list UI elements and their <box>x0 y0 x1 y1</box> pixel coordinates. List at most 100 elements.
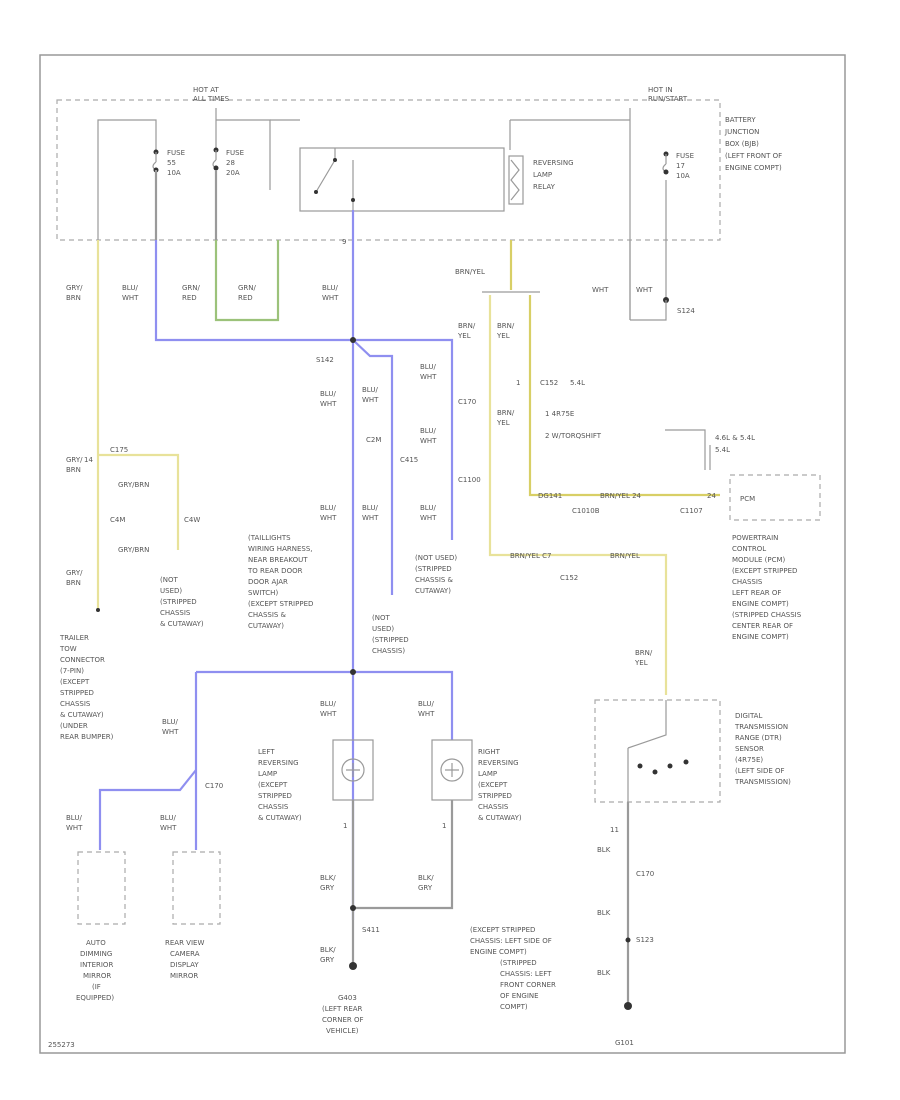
svg-text:BLK: BLK <box>597 909 611 917</box>
svg-text:CHASSIS &: CHASSIS & <box>415 576 454 584</box>
svg-text:BRN: BRN <box>66 294 81 302</box>
svg-text:BLU/: BLU/ <box>66 814 82 822</box>
svg-text:BLK/: BLK/ <box>320 946 336 954</box>
svg-text:CORNER OF: CORNER OF <box>322 1016 364 1024</box>
svg-text:SWITCH): SWITCH) <box>248 589 278 597</box>
svg-text:WHT: WHT <box>320 710 337 718</box>
wire-brn-yel-left <box>488 295 668 695</box>
left-reversing-lamp <box>332 739 374 801</box>
fuse-55: FUSE 55 10A <box>152 149 185 177</box>
svg-text:FUSE: FUSE <box>676 152 694 160</box>
svg-text:BLK/: BLK/ <box>320 874 336 882</box>
svg-text:(7-PIN): (7-PIN) <box>60 667 84 675</box>
svg-text:9: 9 <box>342 238 346 246</box>
relay-label: REVERSING <box>533 159 574 167</box>
footer-code: 255273 <box>48 1041 75 1049</box>
svg-text:(IF: (IF <box>92 983 101 991</box>
svg-text:TOW: TOW <box>59 645 77 653</box>
svg-text:RANGE (DTR): RANGE (DTR) <box>735 734 782 742</box>
svg-text:CHASSIS): CHASSIS) <box>372 647 405 655</box>
bjb-bus-left <box>97 119 157 240</box>
svg-text:BRN/YEL 24: BRN/YEL 24 <box>600 492 642 500</box>
svg-text:BLU/: BLU/ <box>320 504 336 512</box>
svg-text:(LEFT FRONT OF: (LEFT FRONT OF <box>725 152 782 160</box>
svg-text:5.4L: 5.4L <box>715 446 730 454</box>
pcm-desc: POWERTRAIN CONTROL MODULE (PCM) (EXCEPT … <box>732 534 802 641</box>
svg-text:VEHICLE): VEHICLE) <box>326 1027 359 1035</box>
svg-text:& CUTAWAY): & CUTAWAY) <box>60 711 104 719</box>
svg-text:(NOT: (NOT <box>160 576 178 584</box>
svg-text:LAMP: LAMP <box>533 171 552 179</box>
svg-text:(STRIPPED: (STRIPPED <box>160 598 197 606</box>
svg-text:& CUTAWAY): & CUTAWAY) <box>258 814 302 822</box>
svg-text:BOX (BJB): BOX (BJB) <box>725 140 759 148</box>
svg-text:DG141: DG141 <box>538 492 562 500</box>
svg-text:(EXCEPT: (EXCEPT <box>478 781 508 789</box>
reversing-lamp-relay <box>299 147 505 212</box>
rear-camera-mirror <box>172 851 221 925</box>
svg-text:ENGINE COMPT): ENGINE COMPT) <box>732 600 789 608</box>
svg-text:BLU/: BLU/ <box>420 427 436 435</box>
svg-text:(LEFT SIDE OF: (LEFT SIDE OF <box>735 767 785 775</box>
svg-text:BLU/: BLU/ <box>322 284 338 292</box>
svg-text:G403: G403 <box>338 994 357 1002</box>
svg-text:TRANSMISSION): TRANSMISSION) <box>734 778 791 786</box>
svg-text:MODULE (PCM): MODULE (PCM) <box>732 556 785 564</box>
svg-text:ENGINE COMPT): ENGINE COMPT) <box>725 164 782 172</box>
g101-desc: (EXCEPT STRIPPED CHASSIS: LEFT SIDE OF E… <box>470 926 556 1011</box>
svg-text:BLK: BLK <box>597 969 611 977</box>
svg-text:REAR BUMPER): REAR BUMPER) <box>60 733 114 741</box>
svg-text:C4W: C4W <box>184 516 200 524</box>
wire-labels: GRY/ BRN BLU/ WHT GRN/ RED GRN/ RED BLU/… <box>66 268 653 977</box>
svg-text:17: 17 <box>676 162 685 170</box>
svg-text:BRN/YEL: BRN/YEL <box>455 268 485 276</box>
rear-camera-label: REAR VIEW CAMERA DISPLAY MIRROR <box>165 939 204 980</box>
svg-text:BLU/: BLU/ <box>420 504 436 512</box>
right-lamp-label: RIGHT REVERSING LAMP (EXCEPT STRIPPED CH… <box>478 748 522 822</box>
hot-at-all-times-line2: ALL TIMES <box>193 95 230 103</box>
not-used-label-3: (NOT USED) (STRIPPED CHASSIS & CUTAWAY) <box>415 554 457 595</box>
svg-text:ENGINE COMPT): ENGINE COMPT) <box>470 948 527 956</box>
svg-text:WHT: WHT <box>420 373 437 381</box>
wire-brn-yel-right <box>528 295 720 497</box>
svg-text:YEL: YEL <box>634 659 648 667</box>
svg-text:BLU/: BLU/ <box>122 284 138 292</box>
svg-text:CENTER REAR OF: CENTER REAR OF <box>732 622 793 630</box>
auto-mirror-label: AUTO DIMMING INTERIOR MIRROR (IF EQUIPPE… <box>76 939 114 1002</box>
svg-text:OF ENGINE: OF ENGINE <box>500 992 539 1000</box>
svg-text:RED: RED <box>238 294 253 302</box>
svg-text:USED): USED) <box>372 625 394 633</box>
svg-text:NEAR BREAKOUT: NEAR BREAKOUT <box>248 556 308 564</box>
svg-text:(EXCEPT STRIPPED: (EXCEPT STRIPPED <box>248 600 313 608</box>
svg-text:(EXCEPT STRIPPED: (EXCEPT STRIPPED <box>470 926 535 934</box>
svg-text:1 4R75E: 1 4R75E <box>545 410 574 418</box>
bjb-label: BATTERY JUNCTION BOX (BJB) (LEFT FRONT O… <box>724 116 782 172</box>
svg-text:20A: 20A <box>226 169 240 177</box>
svg-text:RIGHT: RIGHT <box>478 748 501 756</box>
svg-text:CONTROL: CONTROL <box>732 545 766 553</box>
svg-text:G101: G101 <box>615 1039 634 1047</box>
svg-text:BLU/: BLU/ <box>320 390 336 398</box>
svg-text:WHT: WHT <box>320 514 337 522</box>
svg-text:BRN/: BRN/ <box>497 322 515 330</box>
svg-text:(EXCEPT: (EXCEPT <box>258 781 288 789</box>
svg-text:C1010B: C1010B <box>572 507 600 515</box>
svg-text:YEL: YEL <box>457 332 471 340</box>
svg-text:BRN/YEL: BRN/YEL <box>610 552 640 560</box>
taillights-label: (TAILLIGHTS WIRING HARNESS, NEAR BREAKOU… <box>247 534 313 630</box>
svg-text:WHT: WHT <box>322 294 339 302</box>
svg-text:CUTAWAY): CUTAWAY) <box>415 587 451 595</box>
svg-text:STRIPPED: STRIPPED <box>60 689 94 697</box>
hot-in-run-line1: HOT IN <box>648 86 673 94</box>
svg-text:10A: 10A <box>167 169 181 177</box>
svg-text:LAMP: LAMP <box>478 770 497 778</box>
svg-text:TO REAR DOOR: TO REAR DOOR <box>247 567 303 575</box>
svg-text:FUSE: FUSE <box>167 149 185 157</box>
svg-text:STRIPPED: STRIPPED <box>478 792 512 800</box>
svg-text:S123: S123 <box>636 936 654 944</box>
svg-text:& CUTAWAY): & CUTAWAY) <box>478 814 522 822</box>
svg-text:CHASSIS: CHASSIS <box>732 578 763 586</box>
svg-text:14: 14 <box>84 456 93 464</box>
svg-text:(EXCEPT STRIPPED: (EXCEPT STRIPPED <box>732 567 797 575</box>
svg-text:CONNECTOR: CONNECTOR <box>60 656 105 664</box>
